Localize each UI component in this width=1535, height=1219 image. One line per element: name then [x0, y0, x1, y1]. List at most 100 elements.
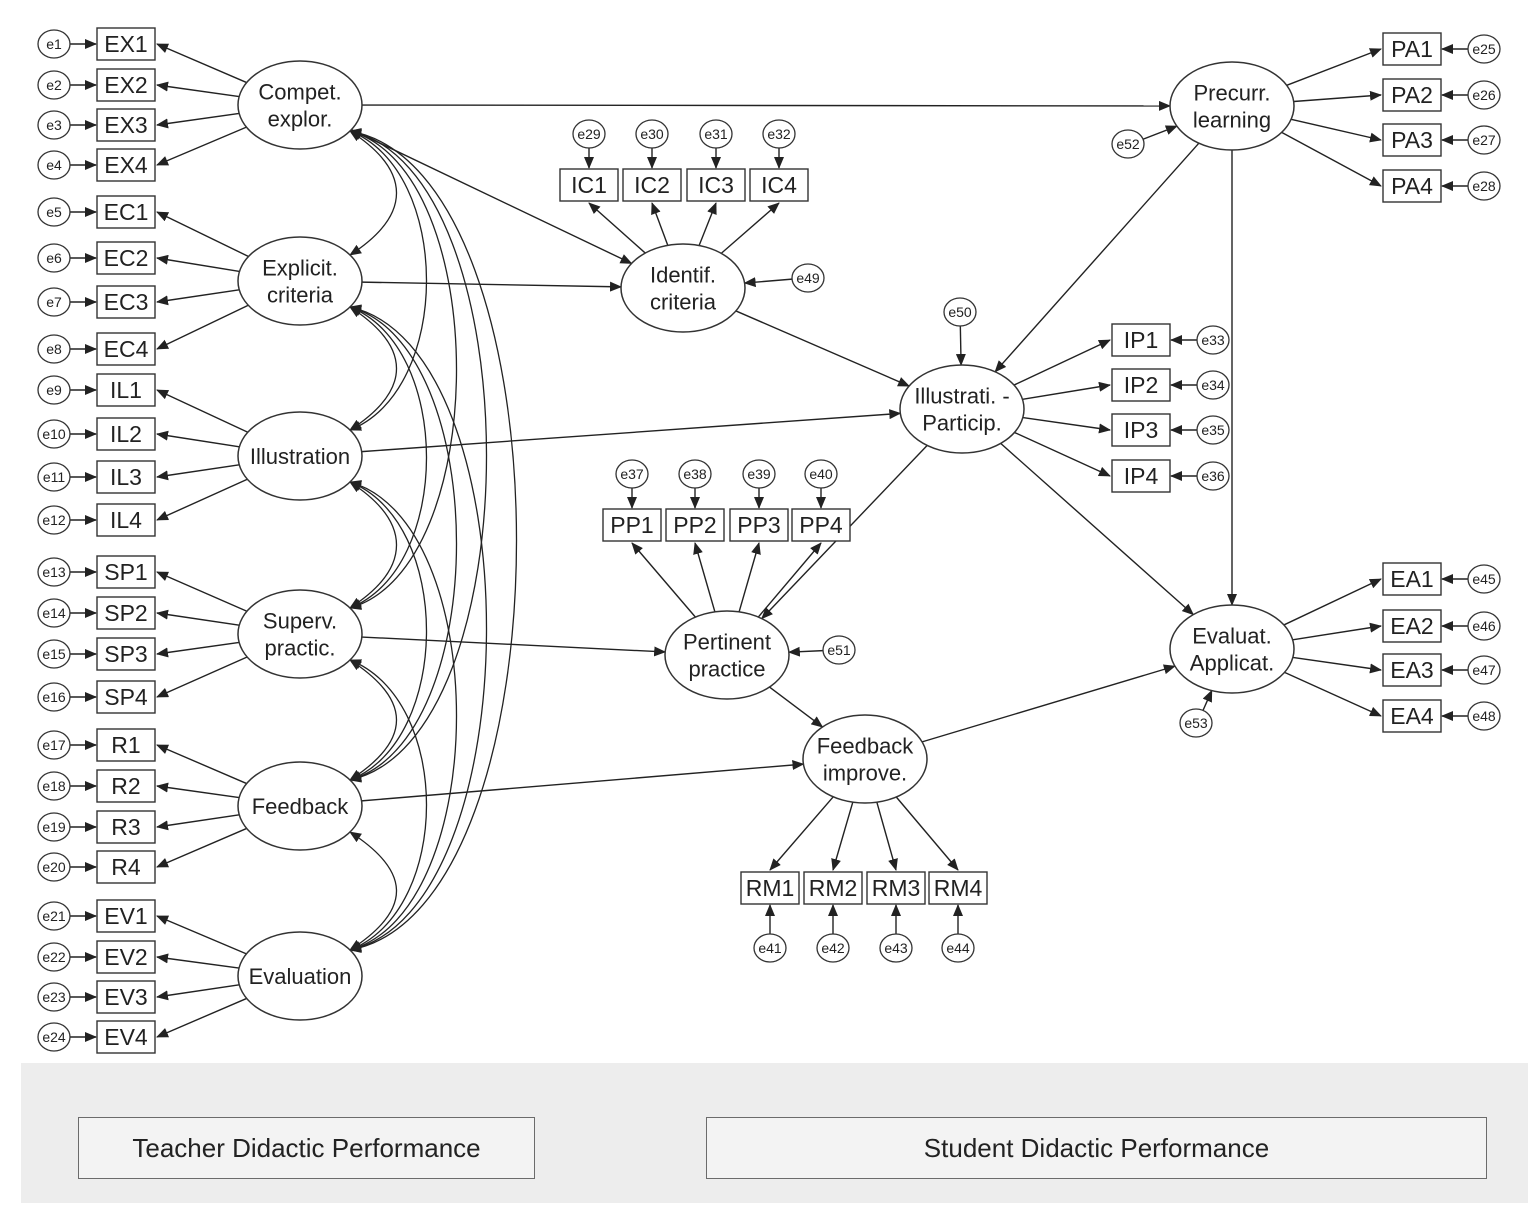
indicator-ev4-label: EV4: [104, 1024, 148, 1050]
indicator-sp1-label: SP1: [104, 559, 147, 585]
latent-label: Evaluat.: [1192, 624, 1272, 649]
error-e46: e46: [1467, 611, 1501, 641]
error-e13: e13: [37, 557, 71, 587]
loading-pp2: [693, 542, 716, 613]
loading-ex3: [156, 112, 240, 129]
indicator-pa1-label: PA1: [1391, 36, 1433, 62]
error-e48: e48: [1467, 701, 1501, 731]
covariance-fb-ev: [349, 831, 398, 951]
loading-pa1: [1286, 48, 1382, 86]
error-e37-label: e37: [620, 466, 644, 482]
disturbance-e49-label: e49: [796, 270, 820, 286]
error-e34-label: e34: [1201, 377, 1225, 393]
loading-sp4: [156, 656, 248, 698]
latent-label: Compet.: [258, 80, 341, 105]
error-e33: e33: [1196, 325, 1230, 355]
indicator-ex3: EX3: [96, 108, 156, 142]
error-e2: e2: [37, 70, 71, 100]
latent-label: Applicat.: [1190, 651, 1274, 676]
loading-rm1: [769, 796, 834, 871]
covariance-ec-fb: [349, 305, 458, 782]
indicator-sp2-label: SP2: [104, 600, 147, 626]
error-e47: e47: [1467, 655, 1501, 685]
path-il-to-ip: [361, 409, 902, 453]
error-e19: e19: [37, 812, 71, 842]
indicator-rm2: RM2: [803, 871, 863, 905]
loading-ex1: [156, 43, 247, 84]
loading-pp1: [631, 542, 696, 618]
error-e22-label: e22: [42, 949, 66, 965]
indicator-ex3-label: EX3: [104, 112, 147, 138]
indicator-ic3: IC3: [686, 168, 746, 202]
loading-rm4: [895, 796, 959, 871]
indicator-ec4-label: EC4: [104, 336, 149, 362]
covariance-layer: [349, 128, 518, 953]
loading-ea4: [1284, 671, 1382, 717]
loading-ec4: [156, 304, 249, 350]
loading-pp4: [757, 542, 822, 618]
loading-sp2: [156, 609, 240, 626]
error-e1-label: e1: [46, 36, 62, 52]
loading-ec3: [156, 289, 240, 306]
indicator-ex1: EX1: [96, 27, 156, 61]
latent-label: Identif.: [650, 263, 716, 288]
indicator-rm3: RM3: [866, 871, 926, 905]
indicator-pp4: PP4: [791, 508, 851, 542]
loading-ip1: [1013, 339, 1111, 386]
loading-il3: [156, 464, 240, 481]
loading-pa2: [1293, 90, 1382, 103]
indicator-pp3: PP3: [729, 508, 789, 542]
indicator-pa3-label: PA3: [1391, 127, 1433, 153]
indicator-ec3: EC3: [96, 285, 156, 319]
indicator-il3-label: IL3: [110, 464, 142, 490]
loading-rm3: [876, 801, 898, 871]
loading-ex2: [156, 81, 240, 98]
indicator-il1: IL1: [96, 373, 156, 407]
error-e25-label: e25: [1472, 41, 1496, 57]
error-e26-label: e26: [1472, 87, 1496, 103]
indicator-ic4: IC4: [749, 168, 809, 202]
path-fi-to-ea: [921, 664, 1176, 743]
indicator-ic1-label: IC1: [571, 172, 607, 198]
error-e39: e39: [742, 459, 776, 489]
indicator-ex2-label: EX2: [104, 72, 147, 98]
indicator-rm4: RM4: [928, 871, 988, 905]
error-e6-label: e6: [46, 250, 62, 266]
path-pp-to-fi: [769, 686, 824, 728]
indicator-r3: R3: [96, 810, 156, 844]
teacher-didactic-performance-label: Teacher Didactic Performance: [78, 1117, 535, 1179]
error-e25: e25: [1467, 34, 1501, 64]
latent-label: Feedback: [817, 734, 915, 759]
covariance-ec-il: [349, 306, 398, 431]
indicator-sp4-label: SP4: [104, 684, 148, 710]
error-e15: e15: [37, 639, 71, 669]
loading-pa4: [1281, 131, 1382, 187]
indicator-sp3: SP3: [96, 637, 156, 671]
indicator-ex2: EX2: [96, 68, 156, 102]
error-e27: e27: [1467, 125, 1501, 155]
error-e44-label: e44: [946, 940, 970, 956]
covariance-il-sp: [349, 481, 398, 609]
error-e34: e34: [1196, 370, 1230, 400]
indicator-pp3-label: PP3: [737, 512, 780, 538]
error-e5: e5: [37, 197, 71, 227]
loading-ec1: [156, 211, 249, 258]
indicator-ic4-label: IC4: [761, 172, 797, 198]
latent-label: criteria: [650, 290, 717, 315]
latent-label: Illustration: [250, 444, 350, 469]
error-e41: e41: [753, 933, 787, 963]
loading-ev1: [156, 915, 247, 955]
disturbance-path-e50: [955, 325, 966, 367]
error-e17: e17: [37, 730, 71, 760]
node-layer: Compet.explor.Explicit.criteriaIllustrat…: [37, 27, 1501, 1054]
latent-compet-explor: Compet.explor.: [237, 60, 363, 150]
path-ip-to-ea: [1000, 442, 1195, 616]
latent-identif-criteria: Identif.criteria: [620, 243, 746, 333]
latent-label: learning: [1193, 108, 1271, 133]
loading-pa3: [1290, 118, 1382, 143]
indicator-pa2: PA2: [1382, 78, 1442, 112]
covariance-ce-ec: [349, 130, 398, 256]
error-e4: e4: [37, 150, 71, 180]
error-e12: e12: [37, 505, 71, 535]
